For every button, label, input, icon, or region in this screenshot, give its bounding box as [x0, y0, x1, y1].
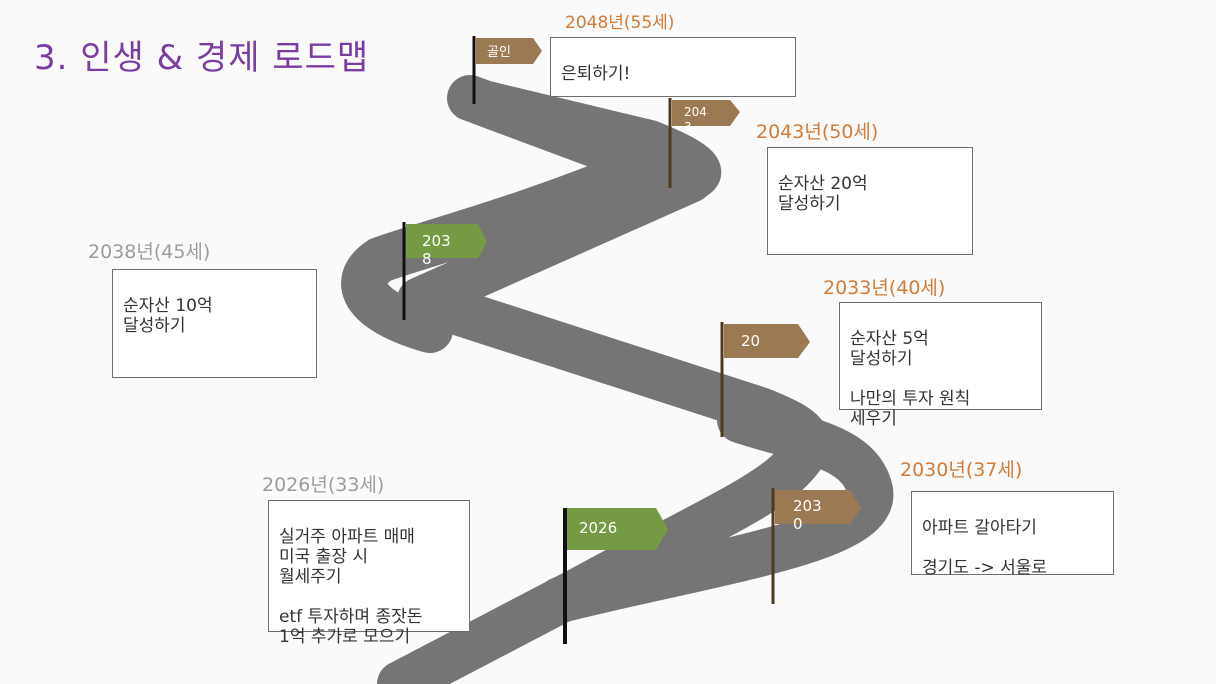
flag-2038	[402, 222, 487, 320]
note-text-2038: 순자산 10억 달성하기	[123, 296, 213, 336]
year-label-2038: 2038년(45세)	[88, 241, 211, 263]
note-box-2033: 순자산 5억 달성하기 나만의 투자 원칙 세우기	[839, 302, 1042, 429]
note-box-2048: 은퇴하기!	[550, 37, 796, 97]
note-box-2038: 순자산 10억 달성하기	[112, 269, 317, 378]
road-curve-top	[455, 78, 721, 205]
note-box-2026: 실거주 아파트 매매 미국 출장 시 월세주기 etf 투자하며 종잣돈 1억 …	[268, 500, 470, 647]
year-label-2030: 2030년(37세)	[900, 459, 1023, 481]
flag-2033	[720, 322, 810, 437]
flag-label-2033: 20	[741, 332, 761, 350]
year-label-2043: 2043년(50세)	[756, 121, 879, 143]
flag-label-goal: 골인	[487, 45, 511, 60]
flag-label-2038: 2038	[422, 232, 451, 268]
road-curve-mid	[341, 147, 663, 353]
note-box-2043: 순자산 20억 달성하기	[767, 147, 973, 255]
note-text-2043: 순자산 20억 달성하기	[778, 174, 868, 214]
note-text-2033: 순자산 5억 달성하기 나만의 투자 원칙 세우기	[850, 329, 971, 429]
flag-2043	[668, 98, 740, 188]
flag-2030	[771, 488, 861, 604]
slide-title: 3. 인생 & 경제 로드맵	[34, 38, 370, 78]
flag-label-2026: 2026	[579, 519, 618, 537]
note-text-2048: 은퇴하기!	[561, 64, 631, 84]
note-text-2030: 아파트 갈아타기 경기도 -> 서울로	[922, 518, 1048, 578]
flag-label-2043: 2043	[684, 105, 707, 134]
note-box-2030: 아파트 갈아타기 경기도 -> 서울로	[911, 491, 1114, 578]
year-label-2048: 2048년(55세)	[565, 13, 675, 33]
flag-2026	[563, 508, 668, 644]
road-curve-bottom	[537, 397, 894, 623]
flag-goal	[472, 36, 542, 104]
year-label-2033: 2033년(40세)	[823, 277, 946, 299]
flag-label-2030: 2030	[793, 497, 822, 533]
note-text-2026: 실거주 아파트 매매 미국 출장 시 월세주기 etf 투자하며 종잣돈 1억 …	[279, 527, 423, 647]
year-label-2026: 2026년(33세)	[262, 474, 385, 496]
